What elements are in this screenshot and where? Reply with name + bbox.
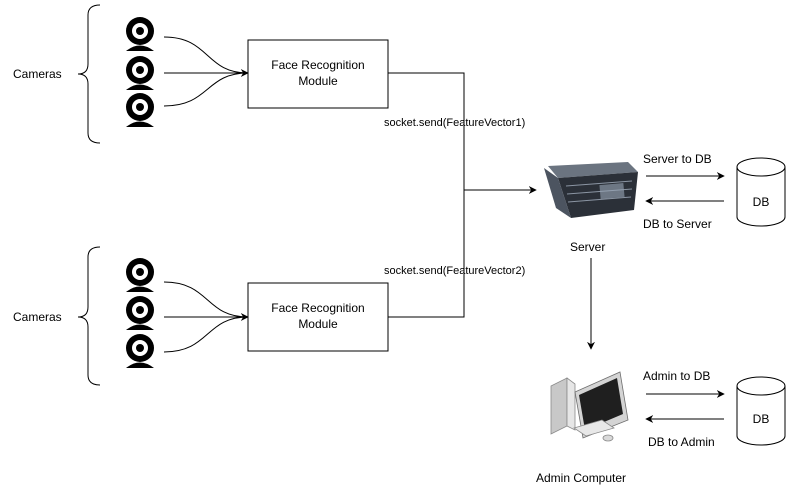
module-2-to-server-line — [388, 190, 465, 318]
module-1-to-server-line — [388, 72, 465, 190]
camera-connector — [163, 72, 249, 107]
database-cylinder-icon — [736, 376, 786, 446]
webcam-icon — [126, 56, 154, 90]
camera-group-1: Cameras Face Recognition Module socket.s… — [13, 4, 525, 144]
module-2-line1: Face Recognition — [271, 301, 364, 315]
db-to-admin-label: DB to Admin — [648, 435, 715, 449]
cameras-label-2: Cameras — [13, 310, 62, 324]
admin-computer-label: Admin Computer — [536, 471, 626, 485]
server-label: Server — [570, 240, 605, 254]
module-2-line2: Module — [298, 317, 338, 331]
socket-label-2: socket.send(FeatureVector2) — [384, 265, 525, 277]
face-recognition-module-1 — [247, 39, 389, 109]
cameras-brace-2 — [77, 246, 101, 386]
webcam-icon — [126, 17, 154, 51]
camera-group-2: Cameras Face Recognition Module socket.s… — [13, 246, 525, 386]
camera-connector — [163, 281, 249, 318]
admin-db-label: DB — [753, 412, 770, 426]
webcam-icon — [126, 334, 154, 368]
cameras-brace-1 — [77, 4, 101, 144]
cameras-label-1: Cameras — [13, 67, 62, 81]
server-rack-icon — [544, 162, 638, 218]
desktop-computer-icon — [550, 371, 629, 442]
db-to-server-label: DB to Server — [643, 217, 712, 231]
webcam-icon — [126, 258, 154, 292]
face-recognition-module-2 — [247, 282, 389, 352]
camera-connector — [163, 36, 249, 74]
socket-label-1: socket.send(FeatureVector1) — [384, 117, 525, 129]
module-1-line2: Module — [298, 74, 338, 88]
webcam-icon — [126, 93, 154, 127]
database-cylinder-icon — [736, 157, 786, 227]
camera-connector — [163, 316, 249, 353]
webcam-icon — [126, 296, 154, 330]
admin-to-db-label: Admin to DB — [643, 369, 710, 383]
server-db-label: DB — [753, 195, 770, 209]
module-1-line1: Face Recognition — [271, 58, 364, 72]
server-to-db-label: Server to DB — [643, 152, 712, 166]
